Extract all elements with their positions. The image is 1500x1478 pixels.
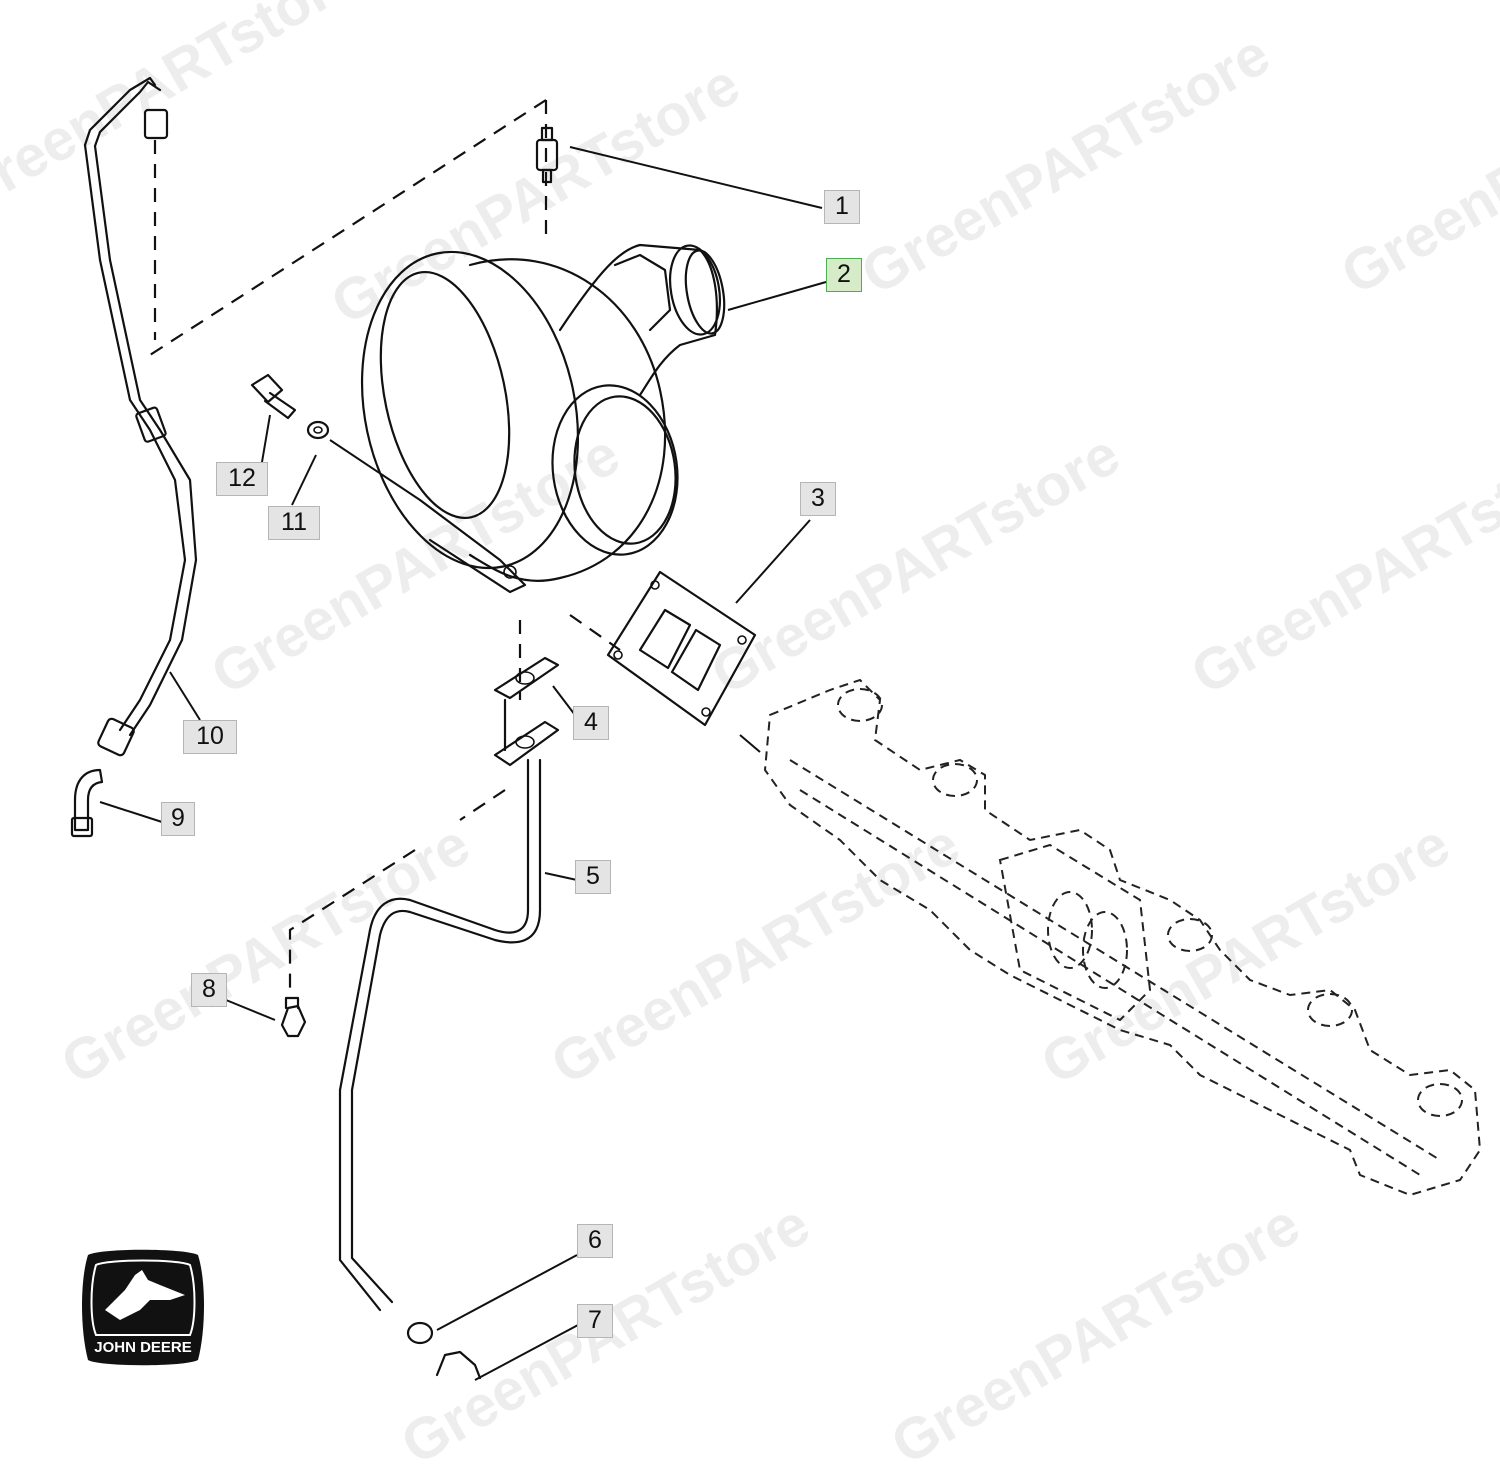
callout-4-flange-gasket[interactable]: 4 [573, 706, 609, 740]
assembly-dashed-lines [149, 99, 621, 990]
exhaust-manifold-outline [763, 678, 1482, 1197]
parts-diagram: JOHN DEERE [70, 76, 1482, 1381]
callout-9-elbow[interactable]: 9 [161, 802, 195, 836]
callout-7-fitting[interactable]: 7 [577, 1304, 613, 1338]
drain-tube-assembly [338, 656, 560, 1312]
logo-brand-text: JOHN DEERE [94, 1339, 192, 1356]
callout-1-sensor[interactable]: 1 [824, 190, 860, 224]
small-fittings [280, 996, 482, 1380]
callout-5-drain-tube[interactable]: 5 [575, 860, 611, 894]
callout-2-turbocharger[interactable]: 2 [826, 258, 862, 292]
callout-3-gasket[interactable]: 3 [800, 482, 836, 516]
callout-11-washer[interactable]: 11 [268, 506, 320, 540]
callout-8-bolt[interactable]: 8 [191, 973, 227, 1007]
john-deere-logo: JOHN DEERE [82, 1249, 204, 1366]
bolt-and-washer [250, 373, 330, 440]
callout-12-bolt[interactable]: 12 [216, 462, 268, 496]
elbow-fitting [70, 768, 104, 838]
turbocharger [360, 243, 726, 594]
leader-lines [99, 146, 827, 1381]
oil-supply-line [83, 76, 198, 757]
sensor-fitting [535, 126, 559, 184]
gasket [606, 570, 757, 727]
callout-10-oil-line[interactable]: 10 [183, 720, 237, 754]
callout-6-o-ring[interactable]: 6 [577, 1224, 613, 1258]
